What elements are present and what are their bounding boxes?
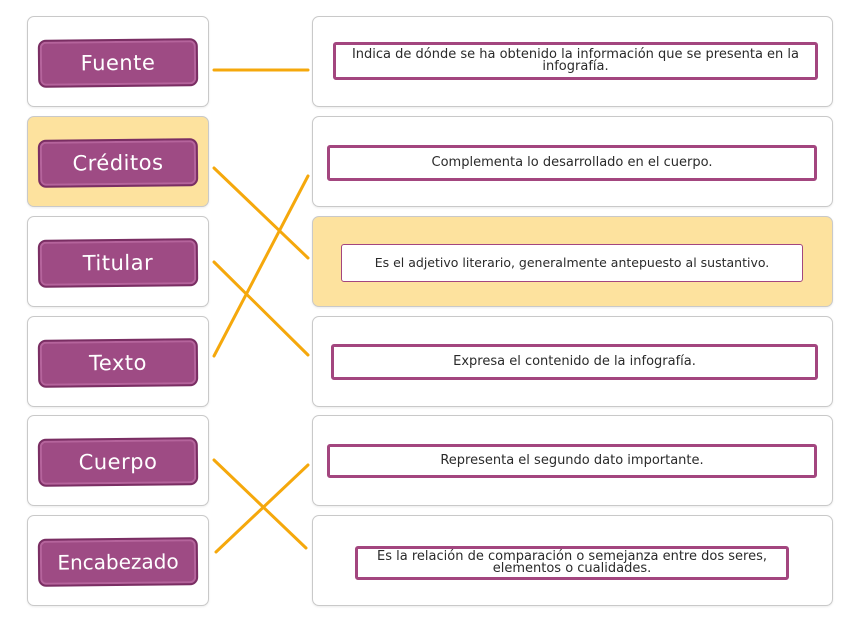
term-card-encabezado[interactable]: Encabezado: [27, 515, 209, 606]
definition-representa[interactable]: Representa el segundo dato importante.: [327, 444, 817, 478]
definition-card-2[interactable]: Complementa lo desarrollado en el cuerpo…: [312, 116, 833, 207]
definition-card-1[interactable]: Indica de dónde se ha obtenido la inform…: [312, 16, 833, 107]
definition-card-4[interactable]: Expresa el contenido de la infografía.: [312, 316, 833, 407]
term-creditos[interactable]: Créditos: [37, 138, 199, 188]
connector-encabezado: [214, 463, 310, 554]
term-card-fuente[interactable]: Fuente: [27, 16, 209, 107]
definition-card-6[interactable]: Es la relación de comparación o semejanz…: [312, 515, 833, 606]
connector-titular: [212, 260, 310, 357]
definition-adjetivo[interactable]: Es el adjetivo literario, generalmente a…: [341, 244, 803, 282]
term-card-creditos[interactable]: Créditos: [27, 116, 209, 207]
term-cuerpo[interactable]: Cuerpo: [37, 437, 199, 487]
term-fuente[interactable]: Fuente: [37, 38, 199, 88]
term-card-texto[interactable]: Texto: [27, 316, 209, 407]
definition-card-3[interactable]: Es el adjetivo literario, generalmente a…: [312, 216, 833, 307]
definition-expresa[interactable]: Expresa el contenido de la infografía.: [331, 344, 818, 380]
term-texto[interactable]: Texto: [37, 338, 199, 388]
definition-card-5[interactable]: Representa el segundo dato importante.: [312, 415, 833, 506]
connector-cuerpo: [212, 458, 308, 550]
definition-relacion[interactable]: Es la relación de comparación o semejanz…: [355, 546, 789, 580]
connector-creditos: [212, 166, 310, 260]
term-card-cuerpo[interactable]: Cuerpo: [27, 415, 209, 506]
term-card-titular[interactable]: Titular: [27, 216, 209, 307]
connector-texto: [212, 174, 310, 358]
definition-complementa[interactable]: Complementa lo desarrollado en el cuerpo…: [327, 145, 817, 181]
term-encabezado[interactable]: Encabezado: [37, 537, 199, 587]
term-titular[interactable]: Titular: [37, 238, 199, 288]
definition-fuente-origen[interactable]: Indica de dónde se ha obtenido la inform…: [333, 42, 818, 80]
